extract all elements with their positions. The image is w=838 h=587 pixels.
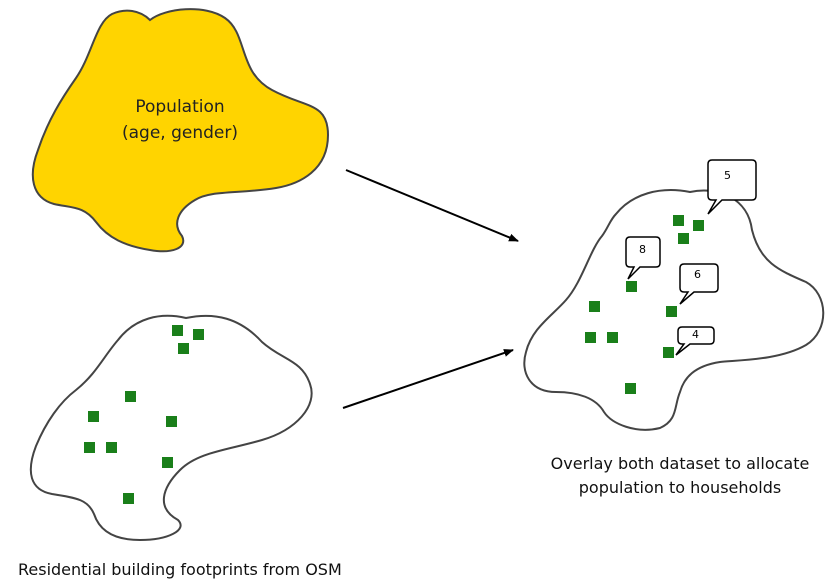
callout-bubble	[675, 326, 715, 356]
building-footprint	[673, 215, 684, 226]
footprints-blob	[29, 314, 313, 542]
arrow-footprints-to-overlay	[342, 349, 514, 409]
population-label-line1: Population	[135, 97, 224, 117]
building-footprint	[123, 493, 134, 504]
building-footprint	[666, 306, 677, 317]
building-footprint	[84, 442, 95, 453]
footprints-caption: Residential building footprints from OSM	[18, 560, 342, 579]
building-footprint	[625, 383, 636, 394]
building-footprint	[678, 233, 689, 244]
callout-bubble	[679, 263, 719, 305]
callout-count: 5	[724, 169, 731, 182]
building-footprint	[162, 457, 173, 468]
building-footprint	[663, 347, 674, 358]
building-footprint	[193, 329, 204, 340]
population-label-line2: (age, gender)	[122, 123, 238, 143]
overlay-caption-line2: population to households	[578, 478, 782, 497]
building-footprint	[125, 391, 136, 402]
overlay-blob: 5 8 6 4	[523, 159, 825, 431]
building-footprint	[585, 332, 596, 343]
callout-5: 5	[707, 159, 757, 215]
building-footprint	[172, 325, 183, 336]
callout-bubble	[625, 236, 661, 280]
population-blob: Population (age, gender)	[31, 8, 330, 253]
callout-bubble	[707, 159, 757, 215]
building-footprint	[693, 220, 704, 231]
callout-4: 4	[675, 326, 715, 356]
building-footprint	[106, 442, 117, 453]
building-footprint	[178, 343, 189, 354]
overlay-caption-line1: Overlay both dataset to allocate	[550, 454, 810, 473]
callout-count: 6	[694, 268, 701, 281]
building-footprint	[166, 416, 177, 427]
building-footprint	[88, 411, 99, 422]
arrow-population-to-overlay	[345, 169, 519, 242]
footprints-blob-shape	[29, 314, 313, 542]
overlay-caption: Overlay both dataset to allocate populat…	[540, 452, 820, 500]
callout-6: 6	[679, 263, 719, 305]
callout-count: 4	[692, 328, 699, 341]
callout-count: 8	[639, 243, 646, 256]
building-footprint	[626, 281, 637, 292]
building-footprint	[589, 301, 600, 312]
population-blob-shape	[31, 8, 330, 253]
callout-8: 8	[625, 236, 661, 280]
building-footprint	[607, 332, 618, 343]
